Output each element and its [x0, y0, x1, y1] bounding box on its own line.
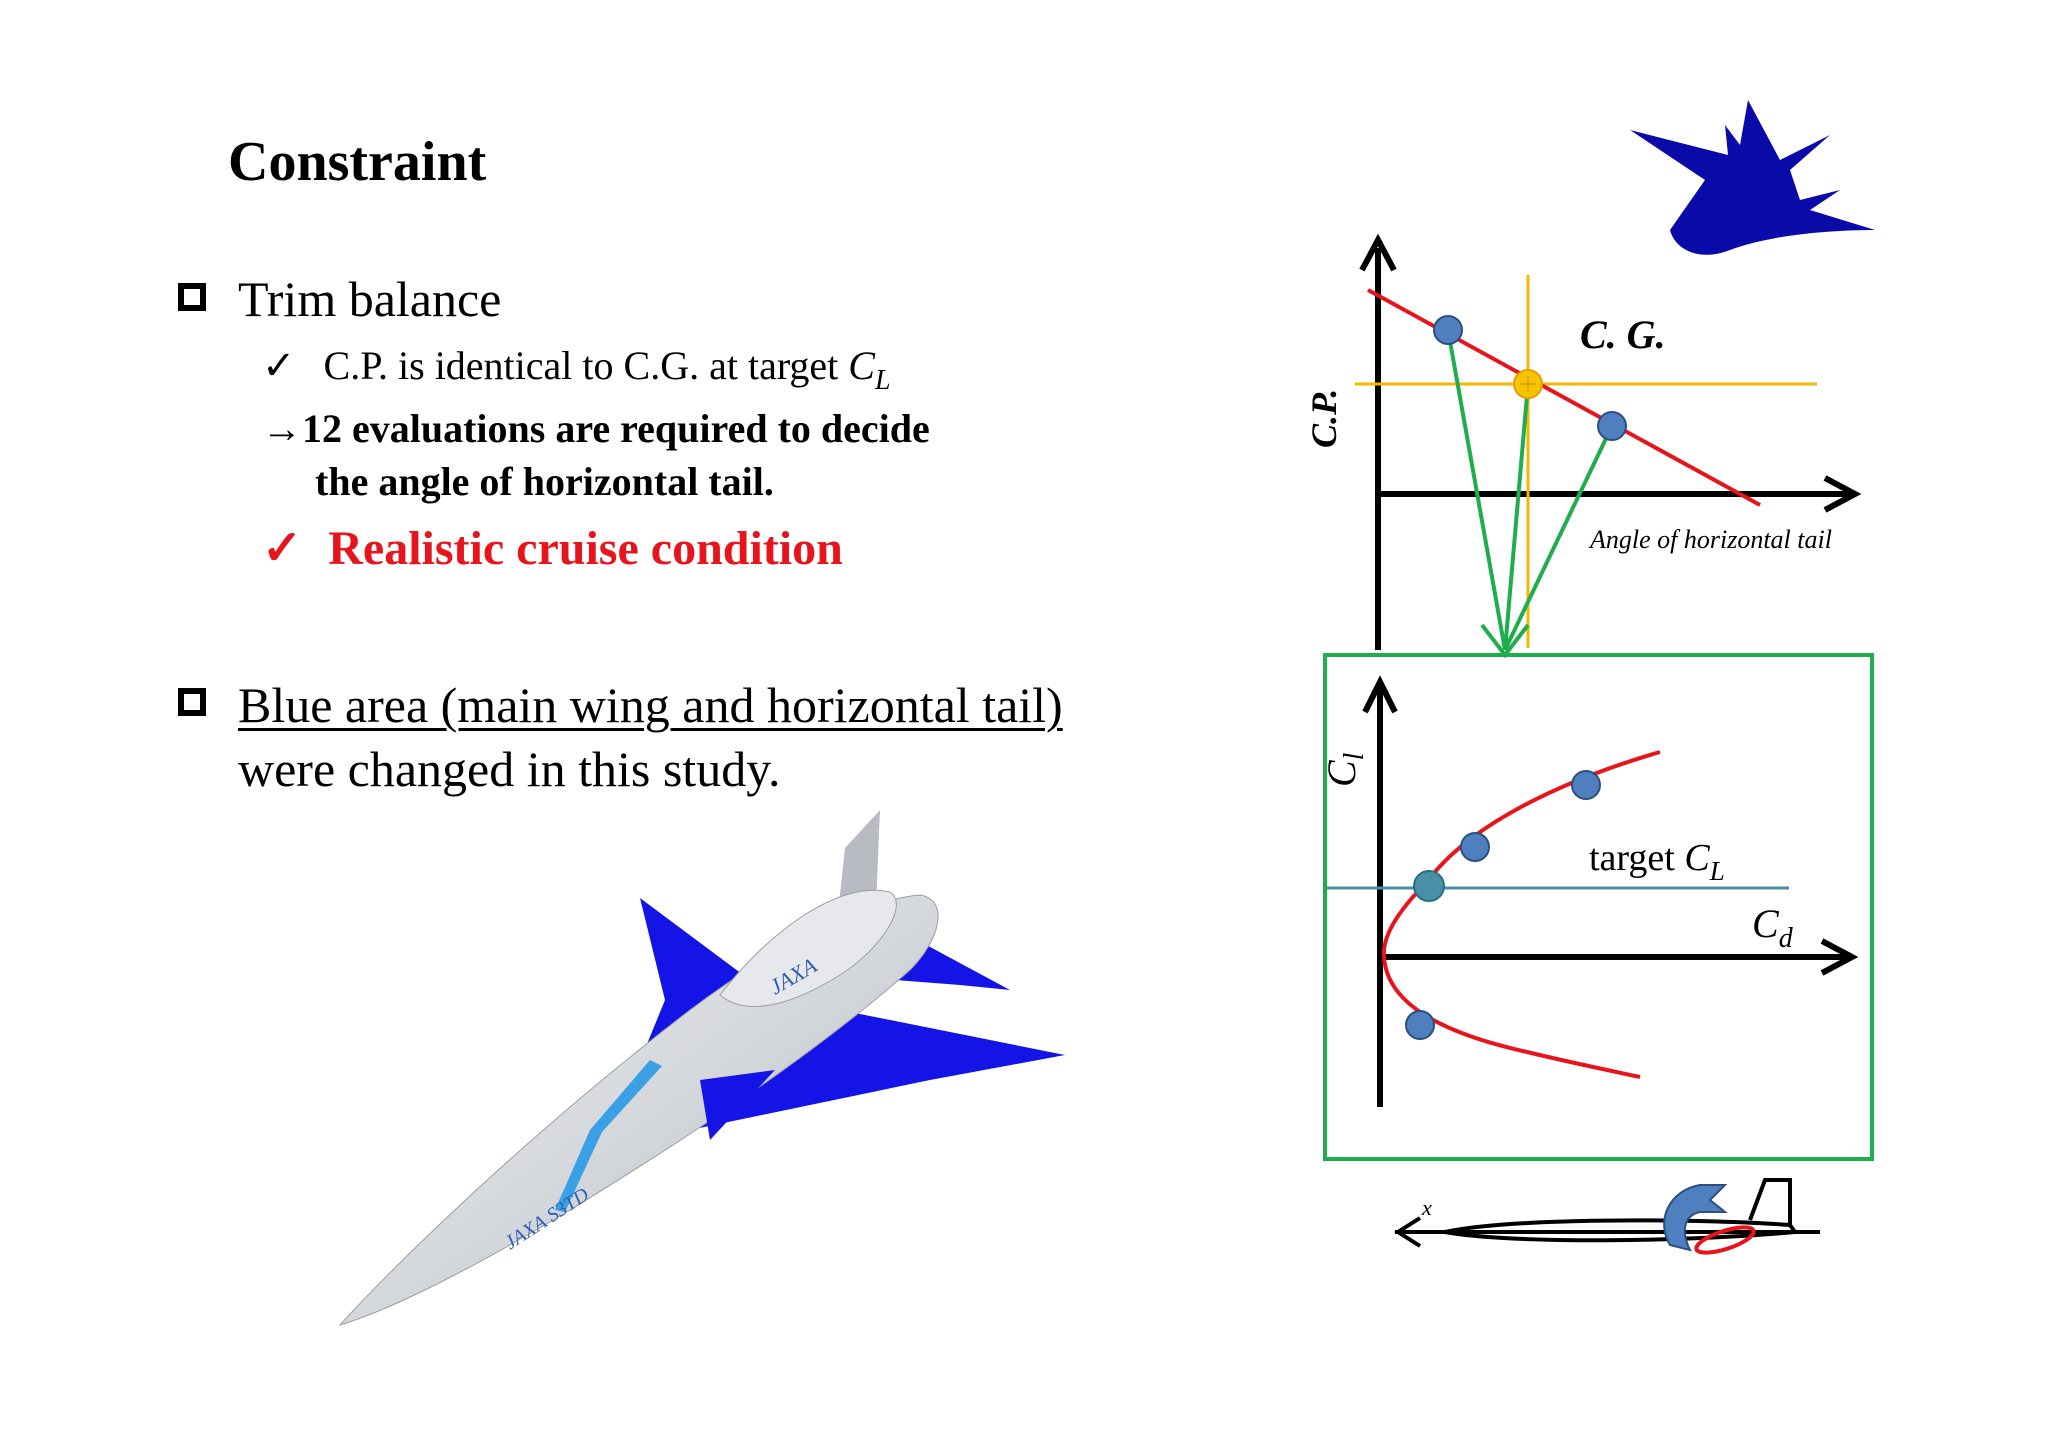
slide-title: Constraint	[228, 131, 487, 193]
blue-area-rest: were changed in this study.	[238, 741, 781, 797]
cl-sub: L	[874, 364, 891, 396]
fuselage	[338, 894, 939, 1326]
y-axis-arrow-icon	[1359, 233, 1397, 272]
side-view-fuselage	[1444, 1218, 1799, 1243]
cl-axis-arrow-icon	[1362, 675, 1398, 714]
cp-point-2	[1597, 411, 1627, 441]
cl-var: C	[848, 343, 875, 388]
cp-point-1	[1433, 315, 1463, 345]
check-item-realistic: ✓ Realistic cruise condition	[262, 520, 843, 576]
cg-label: C. G.	[1580, 312, 1666, 357]
polar-point-1	[1571, 770, 1601, 800]
aircraft-render: JAXA JAXA S3TD	[338, 810, 1065, 1326]
x-axis-arrow-icon	[1823, 475, 1862, 513]
drag-polar-diagram: Cl target CL Cd	[1327, 675, 1859, 1107]
checkmark-icon: ✓	[262, 522, 303, 575]
bullet-trim-balance: Trim balance	[238, 271, 502, 327]
cp-angle-diagram: C. G. C.P. Angle of horizontal tail	[1304, 233, 1862, 659]
checkbox-square-icon	[178, 283, 206, 311]
cp-line	[1367, 288, 1761, 507]
x-axis-label: Angle of horizontal tail	[1588, 525, 1832, 554]
cl-axis-label: Cl	[1327, 752, 1370, 787]
drag-polar-box	[1323, 653, 1874, 1161]
side-view-wing-highlight	[1694, 1225, 1756, 1255]
side-view-arrow-icon	[1394, 1216, 1422, 1248]
horizontal-tail-left	[700, 1070, 775, 1140]
evaluation-arrows	[1446, 329, 1614, 659]
fuselage-stripe	[555, 1060, 662, 1212]
checkmark-icon: ✓	[262, 343, 296, 388]
cd-axis-arrow-icon	[1820, 938, 1859, 976]
cp-axis-label: C.P.	[1304, 389, 1344, 448]
polar-point-2	[1460, 832, 1490, 862]
small-aircraft-icon	[1630, 100, 1875, 255]
side-view-x-label: x	[1421, 1195, 1432, 1220]
polar-point-target	[1413, 870, 1445, 902]
blue-area-heading: Blue area (main wing and horizontal tail…	[238, 677, 1063, 733]
realistic-cruise-text: Realistic cruise condition	[328, 522, 843, 575]
cd-axis-label: Cd	[1752, 901, 1794, 954]
evaluations-line-1: →12 evaluations are required to decide	[262, 406, 930, 451]
rotation-arrow-icon	[1663, 1184, 1728, 1252]
side-view-fin	[1748, 1178, 1792, 1225]
target-cl-label: target CL	[1589, 837, 1725, 886]
engine-nacelle	[719, 889, 897, 1007]
drag-polar-curve	[1381, 750, 1661, 1079]
check-item-cp-cg: ✓ C.P. is identical to C.G. at target CL	[262, 342, 891, 397]
small-aircraft-shape	[1630, 100, 1875, 255]
check-text-cp-cg: C.P. is identical to C.G. at target	[323, 343, 849, 388]
polar-point-4	[1405, 1010, 1435, 1040]
side-view-schematic: x	[1394, 1178, 1820, 1255]
checkbox-square-icon	[178, 688, 206, 716]
evaluations-line-2: the angle of horizontal tail.	[315, 459, 774, 504]
